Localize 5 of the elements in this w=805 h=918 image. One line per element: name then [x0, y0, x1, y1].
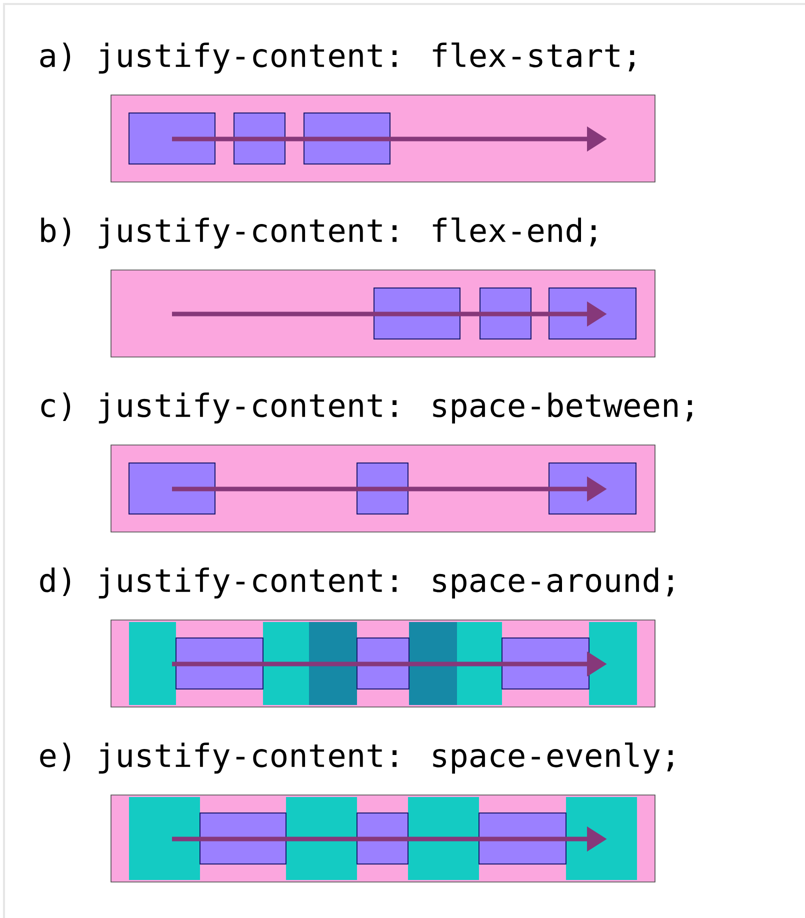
code-label: e) justify-content: space-evenly; — [40, 742, 673, 774]
code-label: d) justify-content: space-around; — [40, 568, 673, 598]
code-label: a) justify-content: flex-start; — [40, 42, 634, 74]
code-label: b) justify-content: flex-end; — [41, 217, 596, 249]
code-label: c) justify-content: space-between; — [41, 392, 692, 424]
